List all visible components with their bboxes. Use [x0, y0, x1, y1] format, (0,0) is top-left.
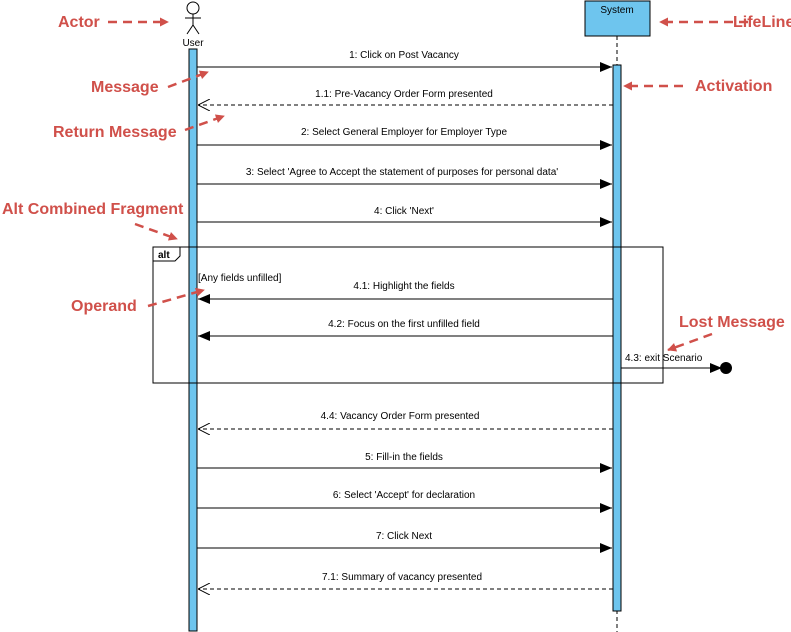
- message-label: 6: Select 'Accept' for declaration: [333, 490, 475, 501]
- callout-label: Message: [91, 79, 159, 96]
- message-4-4[interactable]: 4.4: Vacancy Order Form presented: [198, 411, 613, 429]
- lost-message-endpoint-icon: [720, 362, 732, 374]
- message-5[interactable]: 5: Fill-in the fields: [197, 452, 612, 473]
- message-label: 7.1: Summary of vacancy presented: [322, 572, 482, 583]
- callout-label: LifeLine: [733, 14, 791, 31]
- message-3[interactable]: 3: Select 'Agree to Accept the statement…: [197, 167, 612, 189]
- actor-head-icon: [186, 1, 200, 15]
- callout-lifeline: LifeLine: [659, 14, 791, 31]
- callout-arrow: [667, 332, 713, 352]
- callout-label: Return Message: [53, 124, 177, 141]
- callout-arrow: [167, 70, 209, 89]
- alt-fragment-tag-box: [152, 246, 181, 262]
- callout-arrow: [184, 114, 225, 132]
- actor-right-leg-icon: [192, 24, 200, 35]
- system-activation-bar[interactable]: [612, 64, 622, 612]
- callout-operand: Operand: [71, 287, 205, 315]
- message-label: 5: Fill-in the fields: [365, 452, 443, 463]
- message-label: 4.4: Vacancy Order Form presented: [321, 411, 480, 422]
- message-label: 7: Click Next: [376, 531, 432, 542]
- alt-fragment-frame: [152, 246, 664, 384]
- message-4-1[interactable]: 4.1: Highlight the fields: [198, 281, 613, 304]
- callout-label: Actor: [58, 14, 100, 31]
- lifeline-label: System: [600, 5, 633, 16]
- callout-label: Operand: [71, 298, 137, 315]
- callout-arrow: [134, 222, 178, 241]
- callout-lost-message: Lost Message: [667, 314, 785, 352]
- alt-fragment-guard: [Any fields unfilled]: [198, 273, 282, 284]
- message-1[interactable]: 1: Click on Post Vacancy: [197, 50, 612, 72]
- message-label: 4.3: exit Scenario: [625, 353, 703, 364]
- message-4-3-lost[interactable]: 4.3: exit Scenario: [621, 353, 732, 374]
- actor-label: User: [182, 38, 204, 49]
- message-label: 1.1: Pre-Vacancy Order Form presented: [315, 89, 493, 100]
- message-label: 3: Select 'Agree to Accept the statement…: [246, 167, 558, 178]
- callout-label: Lost Message: [679, 314, 785, 331]
- callout-alt-fragment: Alt Combined Fragment: [2, 201, 184, 241]
- message-4-2[interactable]: 4.2: Focus on the first unfilled field: [198, 319, 613, 341]
- message-label: 2: Select General Employer for Employer …: [301, 127, 507, 138]
- alt-fragment-operator: alt: [158, 250, 170, 261]
- callout-return-message: Return Message: [53, 114, 225, 141]
- message-label: 4: Click 'Next': [374, 206, 434, 217]
- message-1-1[interactable]: 1.1: Pre-Vacancy Order Form presented: [198, 89, 613, 105]
- message-4[interactable]: 4: Click 'Next': [197, 206, 612, 227]
- message-label: 1: Click on Post Vacancy: [349, 50, 459, 61]
- user-activation-bar[interactable]: [188, 48, 198, 632]
- callout-arrow: [147, 287, 205, 308]
- actor-user[interactable]: User: [182, 1, 204, 49]
- message-label: 4.2: Focus on the first unfilled field: [328, 319, 480, 330]
- callout-label: Alt Combined Fragment: [2, 201, 184, 218]
- message-2[interactable]: 2: Select General Employer for Employer …: [197, 127, 612, 150]
- message-7-1[interactable]: 7.1: Summary of vacancy presented: [198, 572, 613, 589]
- actor-left-leg-icon: [186, 24, 194, 35]
- alt-fragment[interactable]: alt [Any fields unfilled]: [152, 246, 664, 384]
- lifeline-head-box: [584, 0, 651, 37]
- callout-message: Message: [91, 70, 209, 96]
- callout-actor: Actor: [58, 14, 169, 31]
- message-label: 4.1: Highlight the fields: [353, 281, 454, 292]
- message-7[interactable]: 7: Click Next: [197, 531, 612, 553]
- callout-activation: Activation: [623, 78, 772, 95]
- callout-label: Activation: [695, 78, 772, 95]
- message-6[interactable]: 6: Select 'Accept' for declaration: [197, 490, 612, 513]
